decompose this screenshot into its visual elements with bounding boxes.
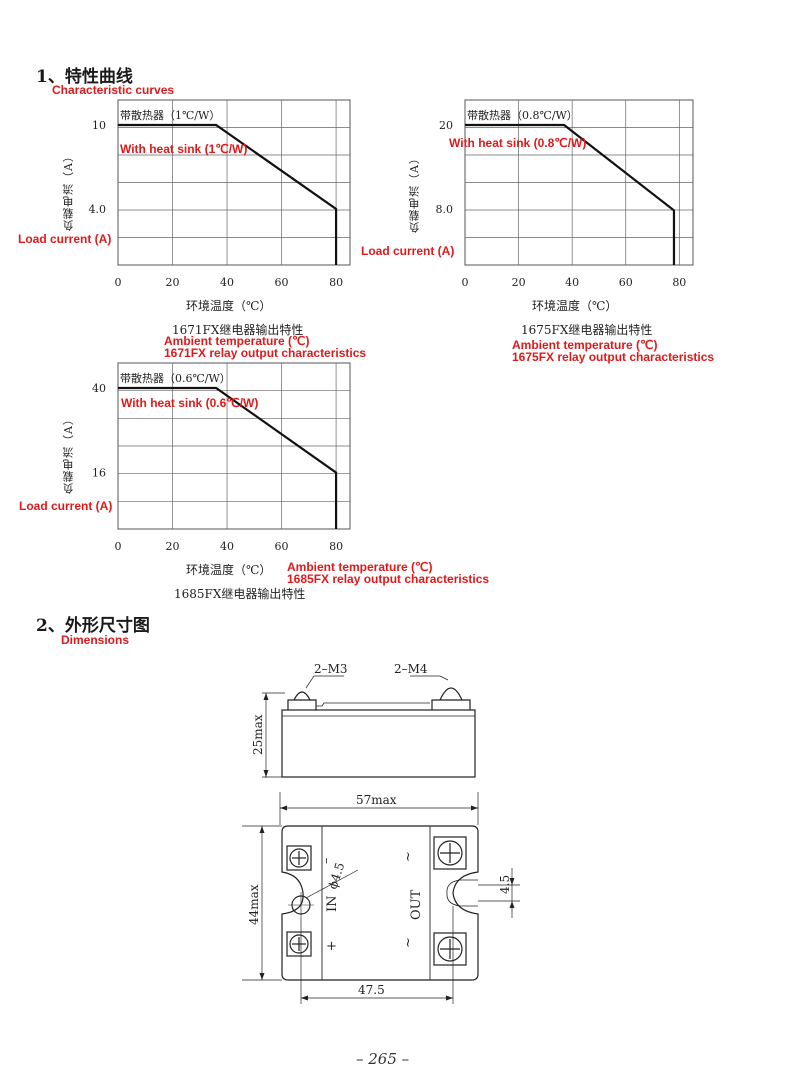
chart1-xlabel-en: Ambient temperature (℃) bbox=[164, 334, 310, 348]
chart2-ylabel-en: Load current (A) bbox=[361, 244, 455, 258]
label-minus: – bbox=[319, 858, 334, 865]
y-tick-label: 16 bbox=[92, 467, 106, 480]
terminal-screw-icon bbox=[286, 931, 312, 957]
chart3-title-en: 1685FX relay output characteristics bbox=[287, 572, 490, 586]
screw-head-m4-icon bbox=[439, 687, 463, 701]
section2-title: 2、外形尺寸图 bbox=[36, 616, 150, 636]
x-tick-label: 0 bbox=[115, 276, 122, 289]
chart2-title: 1675FX继电器输出特性 bbox=[521, 323, 653, 337]
y-tick-label: 4.0 bbox=[89, 203, 107, 216]
x-tick-label: 80 bbox=[672, 276, 686, 289]
chart3-xlabel: 环境温度（℃） bbox=[186, 563, 272, 577]
label-plus: + bbox=[326, 939, 337, 954]
y-tick-label: 40 bbox=[92, 382, 106, 395]
chart1-ylabel-en: Load current (A) bbox=[18, 232, 112, 246]
series-label: 带散热器（1℃/W） bbox=[120, 108, 220, 122]
x-tick-label: 40 bbox=[565, 276, 579, 289]
x-tick-label: 80 bbox=[329, 540, 343, 553]
y-tick-label: 8.0 bbox=[436, 203, 454, 216]
label-2-m3: 2–M3 bbox=[314, 662, 348, 676]
chart1-series-label-en: With heat sink (1℃/W) bbox=[120, 142, 248, 156]
label-tilde-top: ~ bbox=[401, 851, 416, 862]
section1-title: 1、特性曲线 bbox=[36, 67, 133, 87]
chart1-title: 1671FX继电器输出特性 bbox=[172, 323, 304, 337]
label-in: IN bbox=[325, 895, 340, 912]
label-25max: 25max bbox=[251, 714, 265, 755]
screw-head-m3-icon bbox=[293, 691, 311, 701]
x-tick-label: 60 bbox=[619, 276, 633, 289]
page-number: – 265 – bbox=[356, 1050, 410, 1068]
label-2-m4: 2–M4 bbox=[394, 662, 428, 676]
section2-subtitle: Dimensions bbox=[61, 633, 130, 647]
y-tick-label: 20 bbox=[439, 119, 453, 132]
x-tick-label: 20 bbox=[166, 540, 180, 553]
terminal-screw-icon bbox=[286, 845, 312, 871]
chart3-title: 1685FX继电器输出特性 bbox=[174, 587, 306, 601]
label-out: OUT bbox=[409, 889, 424, 920]
chart2-xlabel-en: Ambient temperature (℃) bbox=[512, 338, 658, 352]
series-label: 带散热器（0.6℃/W） bbox=[120, 371, 231, 385]
top-view-body bbox=[281, 825, 479, 981]
x-tick-label: 20 bbox=[166, 276, 180, 289]
y-tick-label: 10 bbox=[92, 119, 106, 132]
label-47-5: 47.5 bbox=[358, 983, 385, 997]
side-view-body bbox=[281, 709, 476, 778]
chart3-ylabel-en: Load current (A) bbox=[19, 499, 113, 513]
x-tick-label: 40 bbox=[220, 276, 234, 289]
label-phi-4-5: ϕ4.5 bbox=[326, 861, 348, 891]
x-tick-label: 40 bbox=[220, 540, 234, 553]
series-label: 带散热器（0.8℃/W） bbox=[467, 108, 578, 122]
label-tilde-bottom: ~ bbox=[401, 937, 416, 948]
chart1-xlabel: 环境温度（℃） bbox=[186, 299, 272, 313]
series-line bbox=[118, 123, 338, 265]
chart2-xlabel: 环境温度（℃） bbox=[532, 299, 618, 313]
chart3-xlabel-en: Ambient temperature (℃) bbox=[287, 560, 433, 574]
x-tick-label: 0 bbox=[115, 540, 122, 553]
x-tick-label: 60 bbox=[275, 276, 289, 289]
x-tick-label: 80 bbox=[329, 276, 343, 289]
x-tick-label: 60 bbox=[275, 540, 289, 553]
label-44max: 44max bbox=[247, 884, 261, 925]
chart3-series-label-en: With heat sink (0.6℃/W) bbox=[121, 396, 259, 410]
series-line bbox=[465, 123, 676, 265]
label-57max: 57max bbox=[356, 793, 397, 807]
terminal-m4 bbox=[431, 699, 471, 710]
section1-subtitle: Characteristic curves bbox=[52, 83, 175, 97]
x-tick-label: 0 bbox=[462, 276, 469, 289]
terminal-screw-icon bbox=[433, 836, 467, 870]
x-tick-label: 20 bbox=[512, 276, 526, 289]
terminal-screw-icon bbox=[433, 932, 467, 966]
series-line bbox=[118, 386, 338, 529]
label-slot-4-5: 4.5 bbox=[498, 875, 512, 894]
chart2-series-label-en: With heat sink (0.8℃/W) bbox=[449, 136, 587, 150]
chart2-title-en: 1675FX relay output characteristics bbox=[512, 350, 715, 364]
chart1-title-en: 1671FX relay output characteristics bbox=[164, 346, 367, 360]
terminal-m3 bbox=[287, 699, 317, 710]
